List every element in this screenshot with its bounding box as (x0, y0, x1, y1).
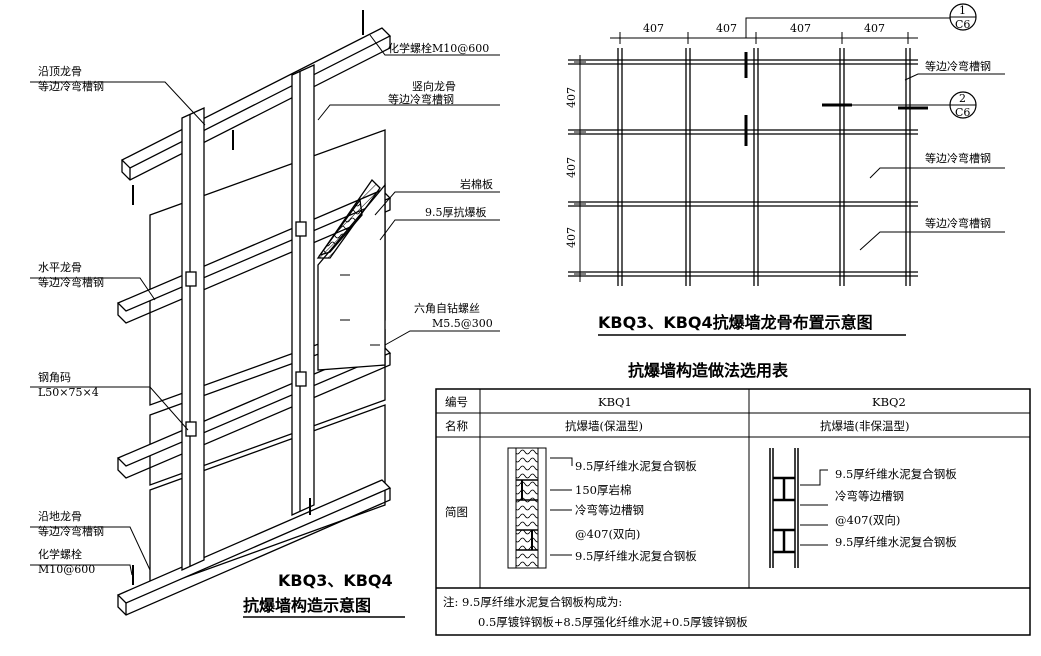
spec-table (435, 388, 1031, 636)
right-title: KBQ3、KBQ4抗爆墙龙骨布置示意图 (598, 313, 873, 332)
label-floor-track-2: 等边冷弯槽钢 (38, 524, 104, 538)
dim-left-2: 407 (565, 157, 578, 178)
kbq2-sketch (769, 448, 799, 568)
callout-1-sheet: C6 (955, 18, 970, 31)
grid-label-3: 等边冷弯槽钢 (925, 216, 991, 230)
label-chem-bolt-bottom-2: M10@600 (38, 563, 95, 576)
note-line-2: 0.5厚镀锌钢板+8.5厚强化纤维水泥+0.5厚镀锌钢板 (478, 615, 748, 629)
kbq2-code: KBQ2 (872, 395, 906, 409)
left-title-line1: KBQ3、KBQ4 (278, 571, 393, 590)
vertical-stud-left (181, 106, 205, 572)
keel-grid (568, 48, 918, 286)
kbq2-item-1: 9.5厚纤维水泥复合钢板 (835, 467, 957, 481)
label-rock-wool: 岩棉板 (460, 177, 493, 191)
label-hex-screw-1: 六角自钻螺丝 (414, 301, 480, 315)
kbq1-item-2: 150厚岩棉 (575, 483, 631, 497)
dim-left-1: 407 (565, 87, 578, 108)
kbq2-leaders (800, 469, 828, 546)
label-vertical-stud-2: 等边冷弯槽钢 (388, 92, 454, 106)
row-header-sketch: 简图 (445, 505, 468, 519)
kbq2-item-3: @407(双向) (835, 513, 900, 527)
kbq1-name: 抗爆墙(保温型) (565, 419, 643, 433)
dim-top-1: 407 (643, 22, 664, 35)
callout-1: 1 C6 (949, 3, 977, 31)
kbq1-item-4: @407(双向) (575, 527, 640, 541)
dimension-lines (574, 17, 1005, 282)
row-header-name: 名称 (445, 419, 468, 433)
callout-2: 2 C6 (949, 91, 977, 119)
dim-top-4: 407 (864, 22, 885, 35)
label-top-track-2: 等边冷弯槽钢 (38, 79, 104, 93)
dim-left-3: 407 (565, 227, 578, 248)
kbq2-item-4: 9.5厚纤维水泥复合钢板 (835, 535, 957, 549)
note-line-1: 注: 9.5厚纤维水泥复合钢板构成为: (443, 595, 622, 609)
label-chem-bolt-top: 化学螺栓M10@600 (388, 41, 489, 55)
dim-top-3: 407 (790, 22, 811, 35)
row-header-code: 编号 (445, 395, 468, 409)
label-top-track-1: 沿顶龙骨 (38, 65, 82, 78)
label-angle-code-2: L50×75×4 (38, 386, 99, 399)
table-title: 抗爆墙构造做法选用表 (628, 361, 789, 380)
grid-label-2: 等边冷弯槽钢 (925, 151, 991, 165)
dim-top-2: 407 (716, 22, 737, 35)
callout-1-num: 1 (959, 4, 966, 17)
isometric-wall-diagram (116, 10, 392, 616)
callout-2-num: 2 (959, 92, 966, 105)
label-horizontal-keel-2: 等边冷弯槽钢 (38, 275, 104, 289)
grid-label-1: 等边冷弯槽钢 (925, 59, 991, 73)
label-vertical-stud-1: 竖向龙骨 (412, 79, 456, 93)
label-floor-track-1: 沿地龙骨 (38, 510, 82, 523)
kbq1-code: KBQ1 (598, 395, 632, 409)
label-angle-code-1: 钢角码 (38, 371, 71, 384)
label-horizontal-keel-1: 水平龙骨 (38, 261, 82, 274)
left-leaders (30, 34, 500, 576)
kbq1-item-5: 9.5厚纤维水泥复合钢板 (575, 549, 697, 563)
section-marks (744, 52, 928, 146)
callout-2-sheet: C6 (955, 106, 970, 119)
vertical-stud-mid (291, 63, 315, 517)
kbq1-leaders (550, 457, 573, 556)
left-title-line2: 抗爆墙构造示意图 (243, 596, 371, 615)
kbq1-item-1: 9.5厚纤维水泥复合钢板 (575, 459, 697, 473)
label-blast-board: 9.5厚抗爆板 (425, 205, 487, 219)
label-hex-screw-2: M5.5@300 (432, 317, 493, 330)
kbq1-sketch (507, 447, 547, 569)
label-chem-bolt-bottom-1: 化学螺栓 (38, 547, 82, 561)
kbq1-item-3: 冷弯等边槽钢 (575, 503, 644, 517)
kbq2-item-2: 冷弯等边槽钢 (835, 489, 904, 503)
kbq2-name: 抗爆墙(非保温型) (820, 419, 909, 433)
